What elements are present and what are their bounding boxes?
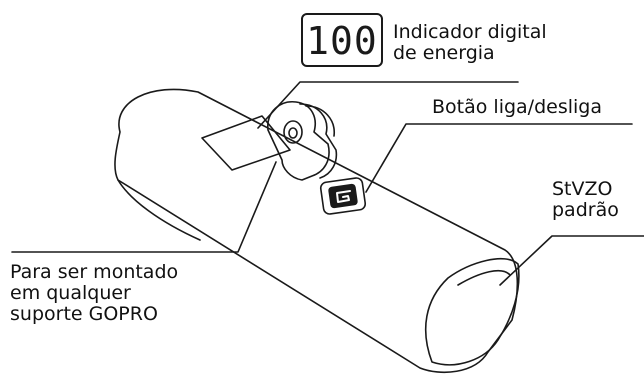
power-button[interactable] <box>319 177 367 215</box>
display-label-line-2: de energia <box>393 42 495 64</box>
end-cap-outline <box>425 257 520 366</box>
usb-port-label-line-2: padrão <box>552 199 619 221</box>
gopro-mount-finger-2 <box>299 103 338 179</box>
leader-line-usb <box>499 235 644 286</box>
display-label: Indicador digital de energia <box>393 22 547 64</box>
leader-line-power <box>365 123 633 193</box>
usb-port-label: StVZO padrão <box>552 179 619 221</box>
display-label-line-1: Indicador digital <box>393 21 547 43</box>
power-button-label-text: Botão liga/desliga <box>432 96 602 118</box>
leader-line-display <box>257 81 519 129</box>
mount-label-line-1: Para ser montado <box>10 261 179 283</box>
digital-display <box>301 13 383 67</box>
gopro-mount-finger-3 <box>305 105 335 137</box>
gopro-mount-hole-inner <box>288 127 298 139</box>
power-button-label: Botão liga/desliga <box>432 97 602 118</box>
leader-line-mount <box>11 161 277 253</box>
body-bottom-contour <box>117 179 201 241</box>
display-reading: 100 <box>306 19 378 63</box>
power-bank-body <box>114 88 519 374</box>
power-button-logo-icon <box>336 190 351 203</box>
gopro-mount-hole <box>283 120 303 144</box>
top-flat-panel <box>201 115 291 171</box>
mount-label-line-2: em qualquer <box>10 282 131 304</box>
end-cap-inner-edge <box>457 269 511 286</box>
usb-port-label-line-1: StVZO <box>552 178 613 200</box>
mount-label: Para ser montado em qualquer suporte GOP… <box>10 262 178 325</box>
gopro-mount <box>267 101 330 181</box>
mount-label-line-3: suporte GOPRO <box>10 303 158 325</box>
